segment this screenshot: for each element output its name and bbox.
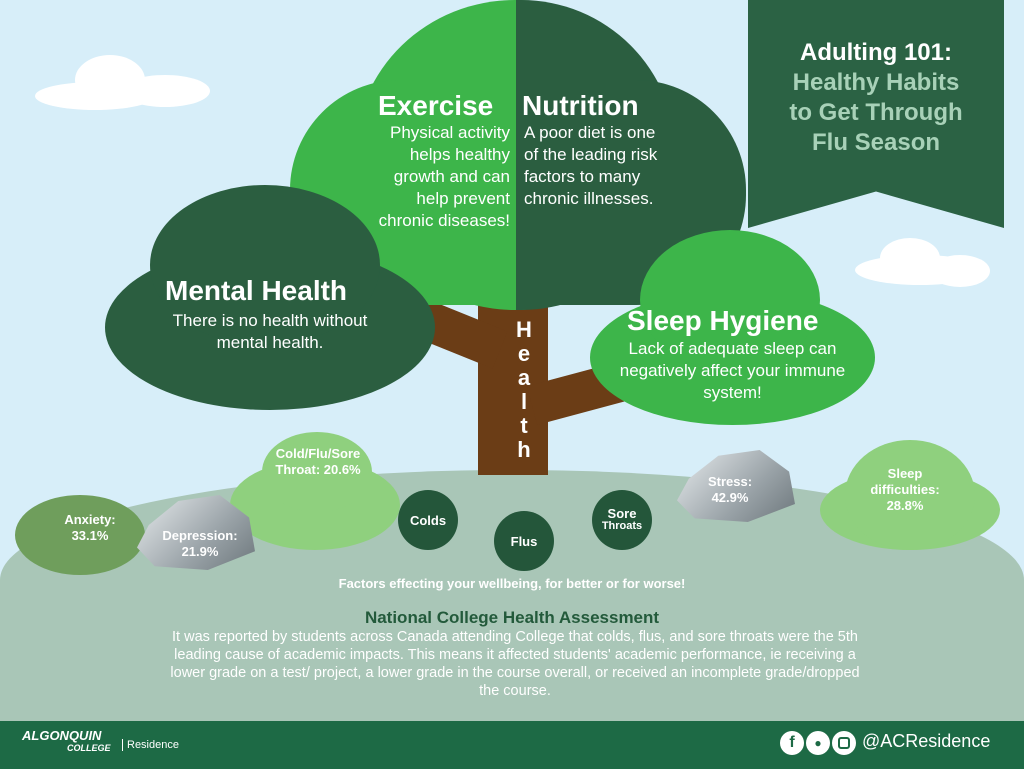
exercise-title: Exercise (378, 90, 494, 121)
banner-subtitle: Flu Season (811, 129, 941, 156)
trunk-letter: e (517, 341, 531, 366)
root-label: Sore (607, 506, 637, 521)
root-label: Colds (409, 512, 447, 528)
residence-label: Residence (122, 739, 179, 751)
facebook-icon[interactable]: f (780, 731, 804, 755)
stat-anxiety: Anxiety: 33.1% (64, 512, 116, 543)
stat-cold-flu: Cold/Flu/Sore Throat: 20.6% (275, 446, 361, 477)
stat-cloud-anxiety (15, 495, 145, 575)
title-banner: Adulting 101: Healthy Habits to Get Thro… (748, 0, 1004, 228)
exercise-text: Physical activity helps healthy growth a… (378, 123, 510, 230)
banner-subtitle: Healthy Habits (792, 69, 960, 96)
logo-text: ALGONQUIN (22, 728, 102, 743)
factors-caption: Factors effecting your wellbeing, for be… (338, 576, 686, 591)
twitter-icon[interactable]: ● (806, 731, 830, 755)
banner-subtitle: to Get Through (789, 99, 963, 126)
stat-depression: Depression: 21.9% (162, 528, 238, 559)
banner-title: Adulting 101: (799, 39, 952, 66)
mental-health-text: There is no health without mental health… (172, 311, 368, 352)
trunk-letter: l (520, 389, 528, 414)
footer: ALGONQUIN COLLEGE Residence f ● @ACResid… (0, 721, 1024, 769)
nutrition-text: A poor diet is one of the leading risk f… (524, 123, 658, 208)
social-icons: f ● (780, 731, 856, 755)
logo-text: COLLEGE (67, 743, 111, 753)
sleep-hygiene-text: Lack of adequate sleep can negatively af… (619, 339, 846, 402)
nutrition-title: Nutrition (522, 90, 639, 121)
root-label: Flus (510, 533, 538, 549)
tree-trunk (478, 280, 548, 475)
trunk-letter: h (517, 437, 531, 462)
algonquin-logo: ALGONQUIN COLLEGE (22, 728, 111, 754)
trunk-letter: a (517, 365, 531, 390)
trunk-letter: H (516, 317, 532, 342)
stat-sleep: Sleep difficulties: 28.8% (870, 466, 940, 513)
canopy-mental-health (150, 185, 380, 345)
root-flus: Flus (494, 511, 554, 571)
assessment-text: It was reported by students across Canad… (170, 629, 860, 699)
mental-health-title: Mental Health (165, 275, 348, 306)
stat-stress: Stress: 42.9% (707, 474, 753, 505)
canopy-sleep (640, 230, 820, 370)
assessment-title: National College Health Assessment (364, 608, 660, 627)
sleep-hygiene-title: Sleep Hygiene (627, 305, 819, 336)
root-label: Throats (601, 520, 643, 532)
root-colds: Colds (398, 490, 458, 550)
instagram-icon[interactable] (832, 731, 856, 755)
social-handle[interactable]: @ACResidence (862, 731, 991, 751)
trunk-letter: t (520, 413, 528, 438)
